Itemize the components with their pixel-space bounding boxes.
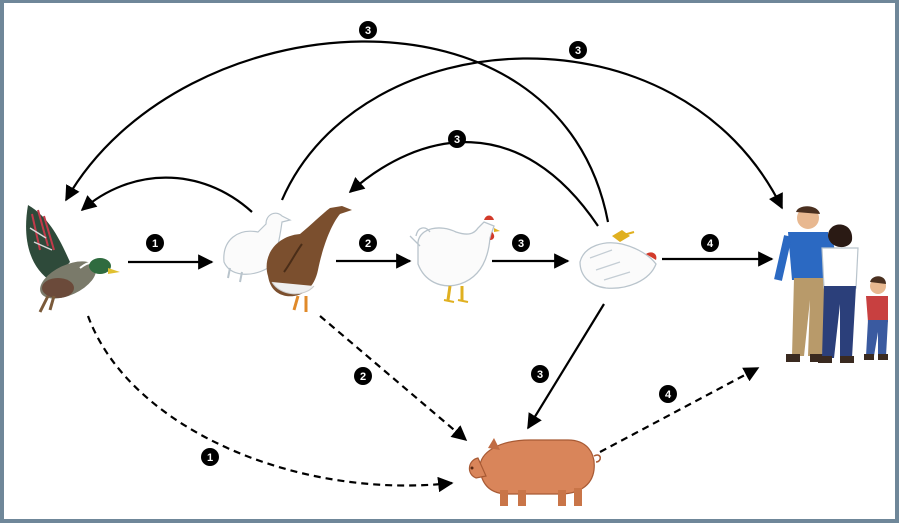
svg-text:3: 3 [537, 369, 543, 381]
edge-sick-chicken-to-wild-duck [65, 40, 610, 223]
step-badge: 4 [701, 234, 719, 252]
pig-icon [468, 438, 601, 506]
duck-and-goose-icon [223, 206, 352, 312]
svg-text:3: 3 [518, 238, 524, 250]
edge-waterfowl-to-pig [319, 315, 468, 441]
svg-text:2: 2 [365, 238, 371, 250]
svg-text:2: 2 [360, 371, 366, 383]
step-badge: 1 [146, 234, 164, 252]
dead-chicken-icon [579, 230, 657, 289]
step-badge: 2 [359, 234, 377, 252]
chicken-icon [409, 215, 500, 303]
step-badge: 1 [201, 448, 219, 466]
svg-text:4: 4 [707, 238, 714, 250]
edge-wild-duck-to-pig [86, 315, 454, 493]
mallard-duck-icon [26, 205, 120, 313]
edge-sick-chicken-to-waterfowl [348, 141, 599, 227]
step-badge: 4 [659, 385, 677, 403]
human-family-icon [774, 206, 888, 363]
svg-text:3: 3 [575, 45, 581, 57]
step-badge: 3 [448, 130, 466, 148]
edge-waterfowl-to-wild-duck [80, 176, 253, 213]
step-badge: 3 [359, 21, 377, 39]
edge-pig-to-humans [599, 367, 760, 453]
edge-waterfowl-to-humans [280, 57, 783, 210]
step-badge: 3 [512, 234, 530, 252]
svg-text:3: 3 [365, 25, 371, 37]
step-badge: 3 [531, 365, 549, 383]
step-badge: 3 [569, 41, 587, 59]
step-badge: 2 [354, 367, 372, 385]
svg-text:1: 1 [152, 238, 158, 250]
svg-text:1: 1 [207, 452, 213, 464]
svg-text:4: 4 [665, 389, 672, 401]
svg-text:3: 3 [454, 134, 460, 146]
edge-sick-chicken-to-pig [527, 303, 605, 430]
